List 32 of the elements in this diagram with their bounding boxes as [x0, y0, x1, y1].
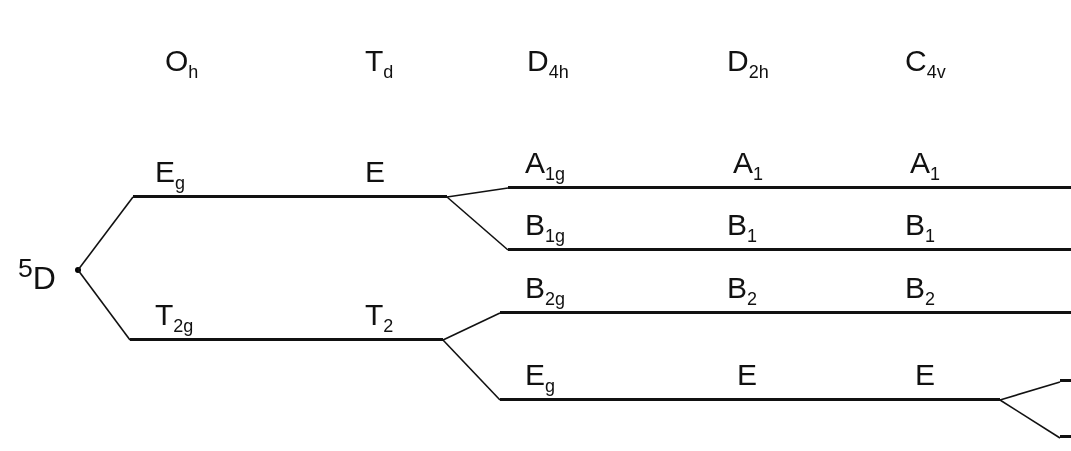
connector-line [442, 312, 501, 341]
level-label: B$_{2}$ [905, 271, 936, 311]
term-symbol: $^{5}$D [18, 250, 56, 296]
level-bar [1060, 435, 1071, 438]
level-label: E [737, 358, 757, 392]
level-label: T$_{2}$ [365, 298, 394, 338]
level-label: E [365, 155, 385, 189]
level-label: B$_{1g}$ [525, 208, 566, 248]
level-label: A$_{1}$ [733, 146, 764, 186]
connector-line [77, 196, 134, 271]
level-label: T$_{2g}$ [155, 298, 194, 338]
point-group-label: D$_{4h}$ [527, 44, 569, 84]
connector-line [999, 399, 1061, 439]
level-label: B$_{2g}$ [525, 271, 566, 311]
connector-line [77, 269, 131, 341]
connector-line [999, 381, 1061, 401]
connector-line [446, 196, 509, 251]
connector-line [442, 339, 501, 401]
level-bar [1060, 379, 1071, 382]
level-label: E [915, 358, 935, 392]
level-label: B$_{1}$ [727, 208, 758, 248]
point-group-label: C$_{4v}$ [905, 44, 946, 84]
point-group-label: T$_{d}$ [365, 44, 394, 84]
level-label: A$_{1}$ [910, 146, 941, 186]
level-label: B$_{2}$ [727, 271, 758, 311]
level-label: E$_{g}$ [525, 358, 556, 398]
level-label: E$_{g}$ [155, 155, 186, 195]
point-group-label: D$_{2h}$ [727, 44, 769, 84]
level-label: A$_{1g}$ [525, 146, 566, 186]
level-label: B$_{1}$ [905, 208, 936, 248]
point-group-label: O$_{h}$ [165, 44, 199, 84]
connector-line [446, 187, 509, 198]
